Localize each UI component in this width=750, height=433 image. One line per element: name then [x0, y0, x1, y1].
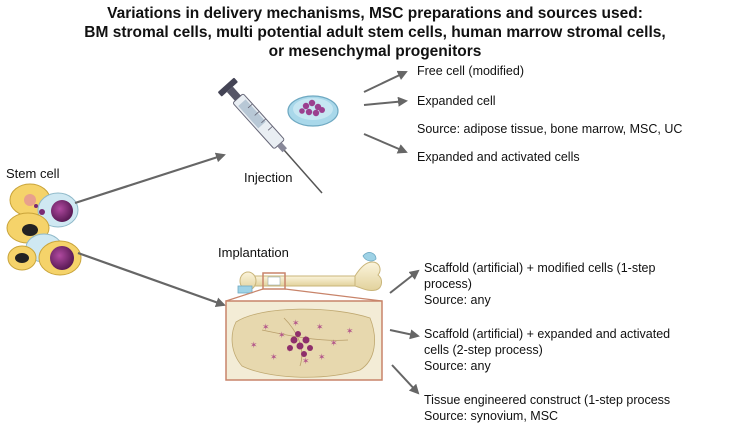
title-line-1: Variations in delivery mechanisms, MSC p…: [107, 5, 643, 22]
svg-text:✶: ✶: [250, 340, 258, 350]
stem-cell-cluster-icon: [6, 183, 82, 276]
arrow-injection-1: [363, 70, 408, 93]
title-line-3: or mesenchymal progenitors: [268, 43, 482, 60]
bone-icon: [237, 252, 382, 294]
arrow-implant-2: [389, 329, 420, 340]
implant-item-3: Tissue engineered construct (1-step proc…: [424, 392, 670, 424]
injection-item: Expanded and activated cells: [417, 150, 580, 164]
arrow-implant-1: [389, 269, 420, 294]
svg-text:✶: ✶: [316, 322, 324, 332]
svg-text:✶: ✶: [262, 322, 270, 332]
implant-item-2: Scaffold (artificial) + expanded and act…: [424, 326, 670, 374]
svg-text:✶: ✶: [292, 318, 300, 328]
figure-title: Variations in delivery mechanisms, MSC p…: [0, 4, 750, 61]
injection-item: Expanded cell: [417, 94, 496, 108]
svg-text:✶: ✶: [346, 326, 354, 336]
arrow-implant-3: [391, 364, 420, 395]
injection-item: Source: adipose tissue, bone marrow, MSC…: [417, 122, 683, 136]
implantation-label: Implantation: [218, 245, 289, 260]
arrow-to-implantation: [77, 251, 226, 308]
implant-item-1-line1: Scaffold (artificial) + modified cells (…: [424, 261, 656, 275]
svg-text:✶: ✶: [278, 330, 286, 340]
arrow-injection-2: [363, 96, 408, 107]
petri-dish-icon: [287, 95, 339, 127]
implant-item-1-line3: Source: any: [424, 293, 491, 307]
implant-item-3-line1: Tissue engineered construct (1-step proc…: [424, 393, 671, 407]
scaffold-zoom-icon: ✶ ✶ ✶ ✶ ✶ ✶ ✶ ✶ ✶ ✶ ✶ ✶: [225, 300, 383, 381]
svg-text:✶: ✶: [330, 338, 338, 348]
injection-label: Injection: [244, 170, 293, 185]
implant-item-2-line3: Source: any: [424, 359, 491, 373]
svg-text:✶: ✶: [302, 356, 310, 366]
svg-text:✶: ✶: [270, 352, 278, 362]
implant-item-2-line1: Scaffold (artificial) + expanded and act…: [424, 327, 671, 341]
svg-text:✶: ✶: [318, 352, 326, 362]
stem-cell-label: Stem cell: [6, 166, 60, 181]
title-line-2: BM stromal cells, multi potential adult …: [84, 24, 666, 41]
injection-item: Free cell (modified): [417, 64, 524, 78]
implant-item-1: Scaffold (artificial) + modified cells (…: [424, 260, 655, 308]
implant-item-2-line2: cells (2-step process): [424, 343, 543, 357]
arrow-injection-4: [363, 133, 408, 154]
syringe-icon: [218, 77, 323, 194]
implant-item-1-line2: process): [424, 277, 472, 291]
arrow-to-injection: [74, 152, 226, 205]
implant-item-3-line2: Source: synovium, MSC: [424, 409, 559, 423]
